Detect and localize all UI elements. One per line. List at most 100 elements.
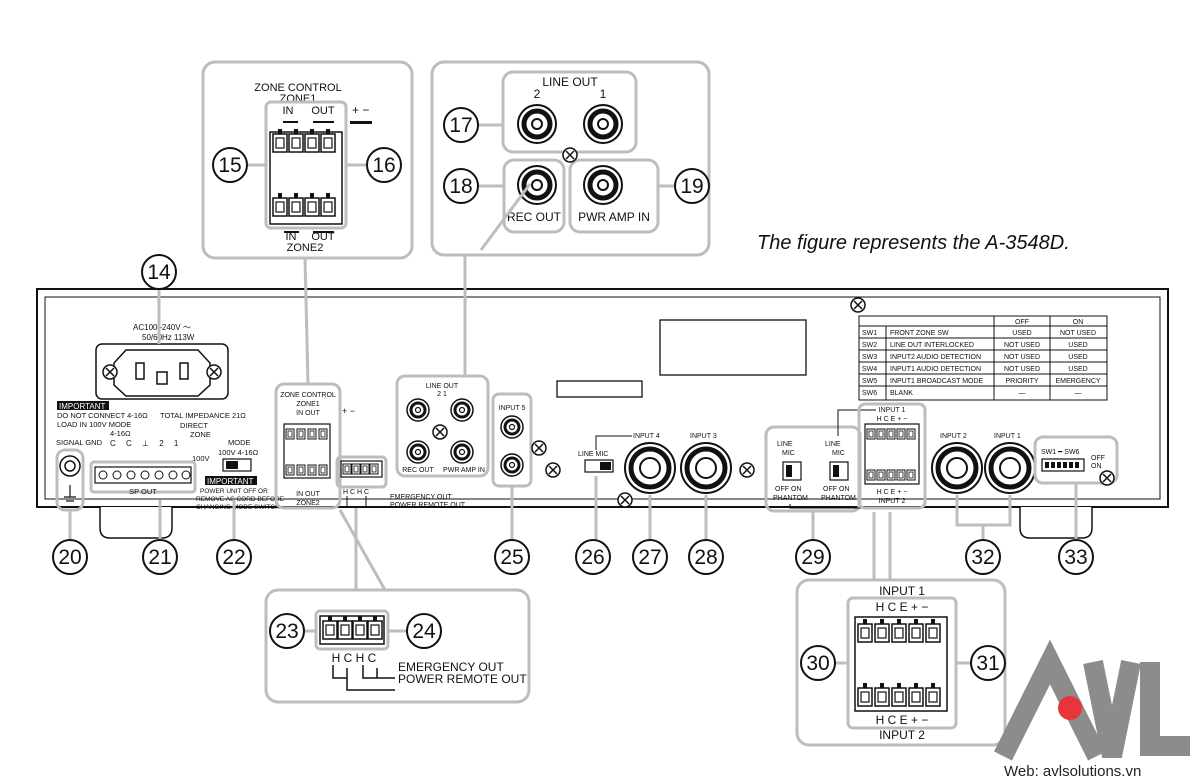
lineout-detail-rec-out: REC OUT (507, 210, 562, 224)
callout-25: 25 (494, 539, 530, 575)
panel-phantom-2: PHANTOM (821, 495, 856, 502)
zone-detail-out2: OUT (311, 231, 335, 243)
panel-input2-xlr: INPUT 2 (940, 433, 967, 440)
svg-text:18: 18 (449, 175, 472, 198)
dip-cell: BLANK (890, 390, 913, 397)
dip-cell: INPUT1 BROADCAST MODE (890, 378, 984, 385)
svg-text:31: 31 (976, 652, 999, 675)
dip-row-2: SW2 LINE OUT INTERLOCKED NOT USED USED (862, 342, 1088, 349)
leader-lines (68, 123, 1078, 665)
zone-detail-zone2: ZONE2 (287, 242, 324, 254)
svg-text:23: 23 (275, 620, 298, 643)
signal-gnd-label: SIGNAL GND (56, 438, 103, 447)
dip-cell: INPUT2 AUDIO DETECTION (890, 354, 981, 361)
callout-18: 18 (443, 168, 479, 204)
panel-input5-label: INPUT 5 (499, 405, 526, 412)
panel-in-out-2: IN OUT (296, 491, 320, 498)
mode-warning-2: REMOVE AC CORD BEFORE (196, 496, 285, 503)
dip-cell: SW5 (862, 378, 877, 385)
svg-text:24: 24 (412, 620, 436, 643)
panel-rec-out: REC OUT (402, 467, 434, 474)
panel-input1-term: INPUT 1 (879, 407, 906, 414)
dip-cell: NOT USED (1004, 366, 1040, 373)
svg-text:32: 32 (971, 546, 994, 569)
mode-options: 100V 4-16Ω (218, 448, 259, 457)
zone-detail-in2: IN (286, 231, 297, 243)
callout-14: 14 (141, 254, 177, 290)
svg-text:19: 19 (680, 175, 703, 198)
dip-cell: USED (1068, 342, 1087, 349)
panel-input4-3: LINE MIC INPUT 4 INPUT 3 (578, 433, 755, 508)
avl-logo: Web: avlsolutions.vn (994, 639, 1190, 780)
zone-detail-out: OUT (311, 105, 335, 117)
panel-input4: INPUT 4 (633, 433, 660, 440)
dip-cell: SW3 (862, 354, 877, 361)
panel-lo-ch: 2 1 (437, 391, 447, 398)
panel-mic-2: MIC (832, 450, 845, 457)
callout-numbers: 14 15 16 17 18 19 20 21 22 23 24 25 26 2… (52, 107, 1094, 681)
input-detail-input1: INPUT 1 (879, 584, 925, 598)
callout-21: 21 (142, 539, 178, 575)
panel-off-on-2: OFF ON (823, 486, 849, 493)
dip-cell: SW6 (862, 390, 877, 397)
zone-detail-title: ZONE CONTROL (254, 82, 341, 94)
callout-16: 16 (366, 147, 402, 183)
svg-text:20: 20 (58, 546, 81, 569)
panel-sw-range: SW1 ━ SW6 (1041, 449, 1080, 456)
dip-switch-table: OFF ON SW1 FRONT ZONE SW USED NOT USED S… (858, 315, 1108, 401)
zone-detail-in: IN (283, 105, 294, 117)
svg-text:30: 30 (806, 652, 829, 675)
panel-phantom-1: PHANTOM (773, 495, 808, 502)
dip-row-3: SW3 INPUT2 AUDIO DETECTION NOT USED USED (862, 354, 1088, 361)
svg-text:29: 29 (801, 546, 824, 569)
emergency-detail-pins: H C H C (332, 651, 377, 665)
svg-text:16: 16 (372, 154, 395, 177)
input-detail-pins-top: H C E + − (876, 600, 929, 614)
callout-15: 15 (212, 147, 248, 183)
zone-label: ZONE (190, 430, 211, 439)
input-detail-input2: INPUT 2 (879, 728, 925, 742)
v100-label: 100V (192, 454, 210, 463)
emergency-detail-emergency-out: EMERGENCY OUT (398, 660, 504, 674)
line-out-detail: LINE OUT 2 1 REC OUT PWR AMP IN (430, 60, 711, 257)
callout-30: 30 (800, 645, 836, 681)
direct-label: DIRECT (180, 421, 208, 430)
dip-cell: — (1075, 390, 1082, 397)
callout-33: 33 (1058, 539, 1094, 575)
panel-input12-terminal: INPUT 1 H C E + − H C E + − INPUT 2 (857, 402, 927, 510)
callout-31: 31 (970, 645, 1006, 681)
logo-accent-dot (1058, 696, 1082, 720)
input-detail: INPUT 1 H C E + − H C E + − INPUT 2 (795, 578, 1007, 747)
ohm-label: 4-16Ω (110, 429, 131, 438)
panel-line-2: LINE (825, 441, 841, 448)
sp-out-label: SP OUT (129, 487, 157, 496)
power-rating-2: 50/60Hz 113W (142, 333, 195, 342)
panel-hce-top: H C E + − (877, 416, 908, 423)
callout-22: 22 (216, 539, 252, 575)
lineout-detail-pwr-amp-in: PWR AMP IN (578, 210, 650, 224)
callout-32: 32 (965, 539, 1001, 575)
callout-19: 19 (674, 168, 710, 204)
total-impedance: TOTAL IMPEDANCE 21Ω (160, 411, 246, 420)
svg-text:14: 14 (147, 261, 171, 284)
dip-cell: USED (1068, 366, 1087, 373)
panel-input1-xlr: INPUT 1 (994, 433, 1021, 440)
important-label-2: IMPORTANT (207, 477, 253, 486)
svg-text:15: 15 (218, 154, 241, 177)
dip-cell: SW4 (862, 366, 877, 373)
zone-detail-polarity: + − (352, 103, 369, 117)
panel-line-1: LINE (777, 441, 793, 448)
panel-hchc: H C H C (343, 489, 369, 496)
sp-terminals: C C ⊥ 2 1 (110, 439, 182, 448)
important-label: IMPORTANT (59, 402, 105, 411)
callout-17: 17 (443, 107, 479, 143)
panel-zone1: ZONE1 (296, 401, 319, 408)
dip-cell: FRONT ZONE SW (890, 330, 949, 337)
figure-caption: The figure represents the A-3548D. (757, 232, 1070, 254)
mode-warning-3: CHANGING MODE SWITCH (196, 504, 280, 511)
svg-text:22: 22 (222, 546, 245, 569)
important-line-1: DO NOT CONNECT 4-16Ω (57, 411, 148, 420)
callout-24: 24 (406, 613, 442, 649)
callout-23: 23 (269, 613, 305, 649)
